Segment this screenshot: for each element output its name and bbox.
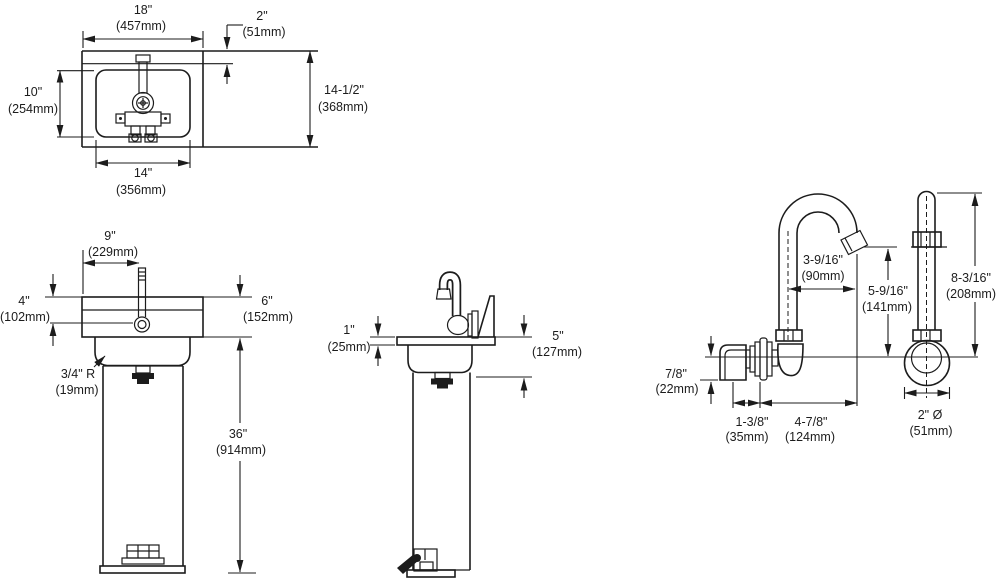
plan-width-in: 18": [134, 3, 152, 17]
plan-valve-detail: [115, 54, 171, 143]
plan-ledge-in: 2": [256, 9, 267, 23]
plan-bowl-depth-in: 10": [24, 85, 42, 99]
detail-wall-to-outlet-in: 4-7/8": [795, 415, 828, 429]
faucet-front: [133, 267, 151, 333]
detail-total-height-mm: (208mm): [946, 287, 996, 301]
wall-flange: [745, 337, 779, 381]
detail-flange-dia-in: 2" Ø: [918, 408, 943, 422]
front-bubbler-drop-in: 4": [18, 294, 29, 308]
detail-flange-dia-mm: (51mm): [909, 424, 952, 438]
plan-bowl-depth-mm: (254mm): [8, 102, 58, 116]
detail-inlet-offset-mm: (22mm): [655, 382, 698, 396]
detail-spout-reach-in: 3-9/16": [803, 253, 843, 267]
detail-inlet-offset-in: 7/8": [665, 367, 687, 381]
plan-depth-mm: (368mm): [318, 100, 368, 114]
faucet-front-profile: [903, 190, 951, 398]
front-faucet-offset-mm: (229mm): [88, 245, 138, 259]
foot-pedal-side: [397, 548, 438, 574]
front-pedestal-height-in: 36": [229, 427, 247, 441]
plan-ledge-mm: (51mm): [242, 25, 285, 39]
foot-pedal-front: [121, 544, 165, 565]
side-view: 1" (25mm) 5" (127mm): [327, 271, 582, 578]
side-top-thickness-in: 1": [343, 323, 354, 337]
front-view: 9" (229mm) 4" (102mm) 6" (152mm) 36" (91…: [0, 229, 293, 574]
front-corner-radius-mm: (19mm): [55, 383, 98, 397]
faucet-side: [435, 271, 479, 339]
detail-elbow-offset-mm: (35mm): [725, 430, 768, 444]
front-faucet-offset-in: 9": [104, 229, 115, 243]
detail-spout-height-in: 5-9/16": [868, 284, 908, 298]
front-pedestal-height-mm: (914mm): [216, 443, 266, 457]
faucet-detail: 3-9/16" (90mm) 5-9/16" (141mm) 7/8" (22m…: [655, 190, 996, 444]
side-apron-height-mm: (127mm): [532, 345, 582, 359]
front-backsplash-mm: (152mm): [243, 310, 293, 324]
detail-total-height-in: 8-3/16": [951, 271, 991, 285]
detail-elbow-offset-in: 1-3/8": [736, 415, 769, 429]
side-apron-height-in: 5": [552, 329, 563, 343]
plan-depth-in: 14-1/2": [324, 83, 364, 97]
plan-view: 18" (457mm) 2" (51mm) 10" (254mm) 14-1/2…: [8, 3, 368, 197]
plan-bowl-width-in: 14": [134, 166, 152, 180]
front-corner-radius-in: 3/4" R: [61, 367, 95, 381]
front-backsplash-in: 6": [261, 294, 272, 308]
inlet-elbow: [719, 344, 747, 381]
side-top-thickness-mm: (25mm): [327, 340, 370, 354]
plan-bowl-width-mm: (356mm): [116, 183, 166, 197]
detail-spout-reach-mm: (90mm): [801, 269, 844, 283]
plan-width-mm: (457mm): [116, 19, 166, 33]
gooseneck-spout: [778, 193, 869, 340]
detail-wall-to-outlet-mm: (124mm): [785, 430, 835, 444]
detail-spout-height-mm: (141mm): [862, 300, 912, 314]
front-bubbler-drop-mm: (102mm): [0, 310, 50, 324]
